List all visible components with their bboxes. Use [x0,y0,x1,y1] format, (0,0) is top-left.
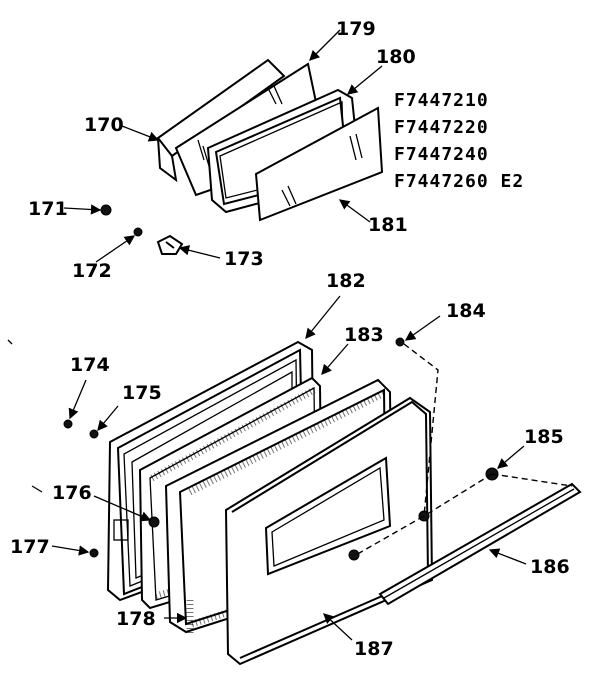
part-175-screw [89,429,99,439]
door-assembly [106,340,582,666]
part-172-washer [133,227,143,237]
door-window-cutout [264,456,392,576]
alignment-lines [353,343,573,557]
door-fasteners [63,337,499,561]
callout-184: 184 [446,300,486,322]
model-number-2: F7447220 [394,117,489,138]
callout-174: 174 [70,354,110,376]
callout-172: 172 [72,260,112,282]
callout-181: 181 [368,214,408,236]
part-174-screw [63,419,73,429]
callout-186: 186 [530,556,570,578]
callout-176: 176 [52,482,92,504]
callout-170: 170 [84,114,124,136]
model-number-4: F7447260 E2 [394,171,525,192]
part-171-screw [100,204,112,216]
callout-178: 178 [116,608,156,630]
screw-hardware-171-173 [100,204,184,255]
model-number-1: F7447210 [394,90,489,111]
leader-lines [7,29,527,641]
callout-171: 171 [28,198,68,220]
callout-173: 173 [224,248,264,270]
callout-179: 179 [336,18,376,40]
callout-185: 185 [524,426,564,448]
callout-175: 175 [122,382,162,404]
callout-177: 177 [10,536,50,558]
window-pack-assembly [156,58,384,222]
callout-180: 180 [376,46,416,68]
part-184-screw [395,337,405,347]
callout-183: 183 [344,324,384,346]
part-173-bracket [156,234,184,255]
part-177-screw [89,548,99,558]
callout-187: 187 [354,638,394,660]
callout-182: 182 [326,270,366,292]
model-number-3: F7447240 [394,144,489,165]
